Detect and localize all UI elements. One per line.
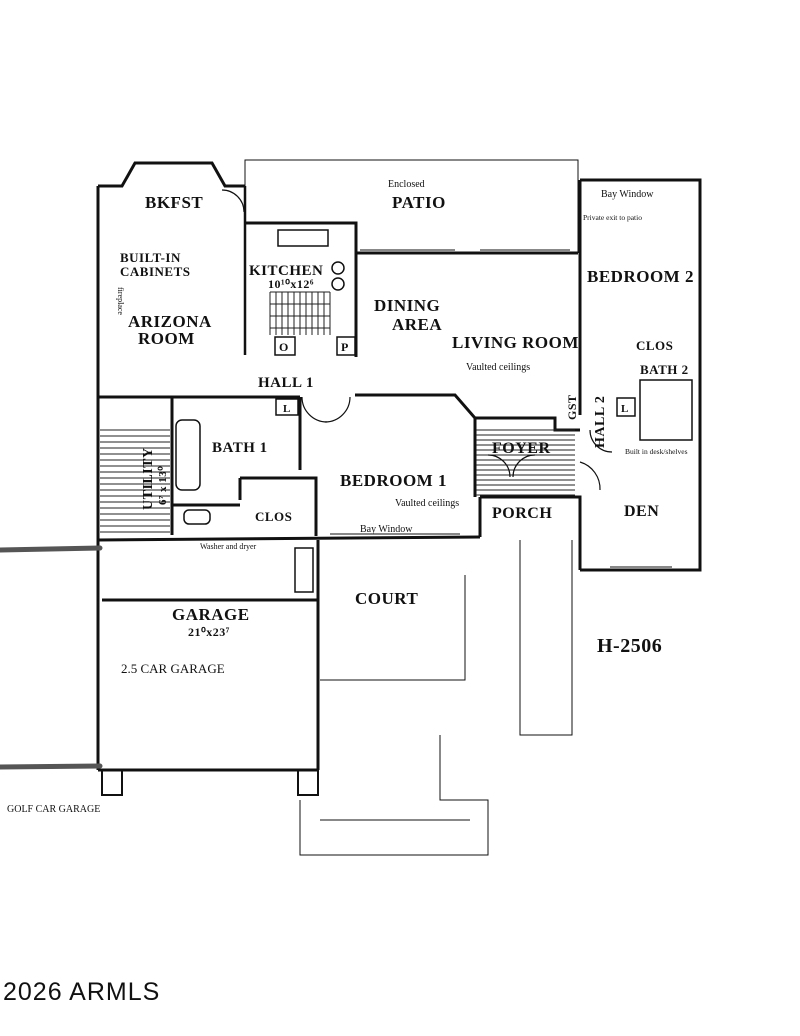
pantry-label: P	[341, 340, 349, 354]
garage-label: GARAGE	[172, 605, 250, 624]
dining-label: DINING	[374, 296, 440, 315]
stove-burner-icon	[331, 261, 345, 275]
pantry-box	[336, 336, 356, 356]
linen-label-1: L	[283, 403, 291, 415]
vaulted-bedroom-note: Vaulted ceilings	[395, 498, 459, 509]
plan-walls	[96, 161, 702, 796]
shower-icon	[639, 379, 693, 441]
linen-closet-box-2	[616, 397, 636, 417]
arizona-room-label: ROOM	[138, 329, 195, 348]
clos-label: CLOS	[255, 509, 292, 524]
gst-label: GST	[565, 394, 579, 420]
hall2-label: HALL 2	[593, 396, 608, 448]
tile-hatching	[100, 291, 575, 533]
utility-label: UTILITY	[141, 447, 156, 510]
foyer-label: FOYER	[492, 440, 551, 457]
patio-label: PATIO	[392, 193, 446, 212]
stove-burner-icon	[331, 277, 345, 291]
hall1-label: HALL 1	[258, 375, 314, 391]
annotations: Enclosed Bay Window Private exit to pati…	[7, 179, 688, 815]
kitchen-label: KITCHEN	[249, 263, 323, 279]
built-in-desk-note: Built in desk/shelves	[625, 447, 688, 456]
armls-watermark: 2026 ARMLS	[3, 978, 160, 1006]
plan-id: H-2506	[597, 635, 662, 657]
car-garage-note: 2.5 CAR GARAGE	[121, 661, 225, 676]
porch-label: PORCH	[492, 505, 552, 522]
bedroom2-label: BEDROOM 2	[587, 267, 694, 286]
arizona-label: ARIZONA	[128, 312, 212, 331]
cabinets-label: CABINETS	[120, 264, 190, 279]
enclosed-note: Enclosed	[388, 179, 425, 190]
bath-fixtures	[175, 379, 693, 593]
bay-window-top-note: Bay Window	[601, 189, 654, 200]
kitchen-fixtures	[274, 229, 356, 356]
bkfst-label: BKFST	[145, 193, 203, 212]
vaulted-living-note: Vaulted ceilings	[466, 362, 530, 373]
kitchen-dims: 10¹⁰x12⁶	[268, 277, 314, 291]
washer-dryer-icon	[294, 547, 314, 593]
oven-label: O	[279, 340, 289, 354]
bathtub-icon	[175, 419, 201, 491]
utility-dims: 6⁷ x 13⁰	[157, 466, 169, 505]
private-exit-note: Private exit to patio	[583, 213, 642, 222]
bedroom1-label: BEDROOM 1	[340, 471, 447, 490]
linen-closet-box	[275, 398, 299, 416]
clos-bath2-label: CLOS	[636, 338, 673, 353]
area-label: AREA	[392, 315, 442, 334]
toilet-icon	[183, 509, 211, 525]
washer-dryer-note: Washer and dryer	[200, 542, 257, 551]
door-swings	[221, 189, 613, 491]
bath1-label: BATH 1	[212, 440, 268, 456]
den-label: DEN	[624, 503, 659, 520]
linen-label-2: L	[621, 403, 629, 415]
golf-car-note: GOLF CAR GARAGE	[7, 804, 100, 815]
built-in-label: BUILT-IN	[120, 250, 181, 265]
court-label: COURT	[355, 589, 418, 608]
oven-box	[274, 336, 296, 356]
sink-icon	[277, 229, 329, 247]
windows	[330, 249, 672, 568]
room-labels: BKFST PATIO BUILT-IN CABINETS KITCHEN 10…	[120, 193, 694, 657]
fireplace-note: fireplace	[116, 287, 125, 315]
garage-dims: 21⁰x23⁷	[188, 625, 230, 639]
bay-window-bottom-note: Bay Window	[360, 524, 413, 535]
bath2-label: BATH 2	[640, 362, 689, 377]
plan-outlines	[244, 159, 579, 856]
golf-cart-lines	[0, 545, 103, 770]
living-room-label: LIVING ROOM	[452, 333, 579, 352]
